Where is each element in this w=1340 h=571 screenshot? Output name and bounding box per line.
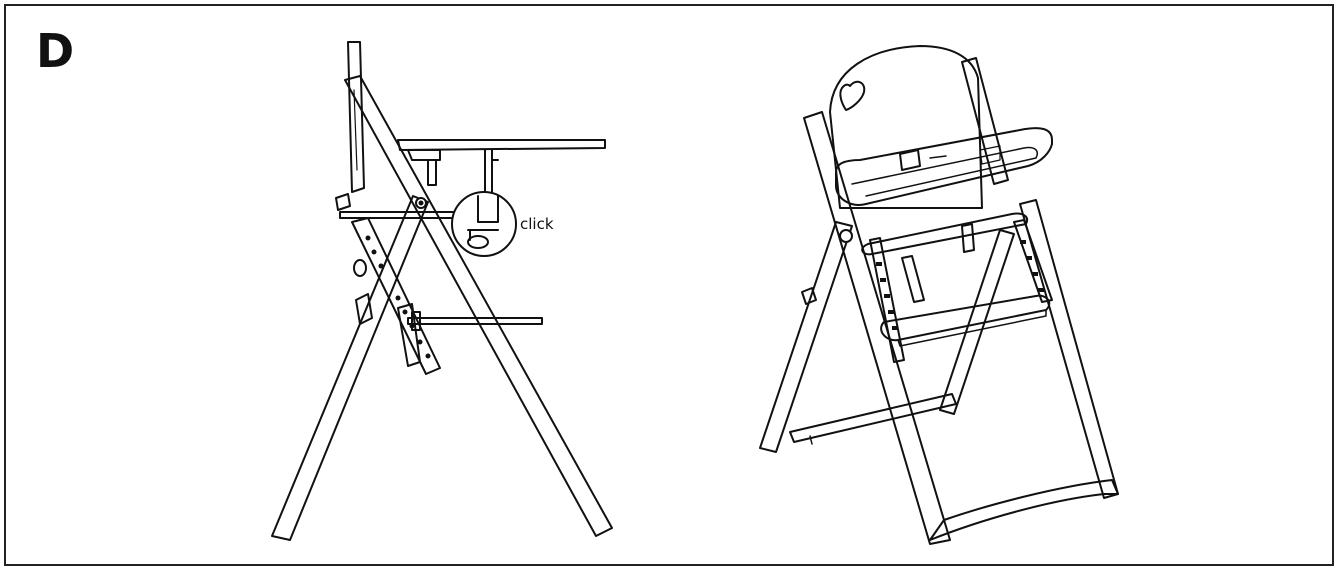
backrest-panel xyxy=(829,45,983,209)
side-footrest xyxy=(407,317,543,325)
side-tray xyxy=(397,139,606,151)
rear-left-leg xyxy=(759,221,853,453)
click-label: click xyxy=(520,215,554,233)
tray xyxy=(835,127,1053,206)
perspective-highchair xyxy=(759,45,1119,545)
front-left-leg xyxy=(803,111,951,545)
lower-crossbar xyxy=(789,393,957,443)
heart-cutout xyxy=(839,80,866,111)
rear-right-upright xyxy=(961,57,1009,185)
step-label: D xyxy=(36,24,75,78)
side-backrest-rail xyxy=(347,41,365,193)
side-view-highchair: click xyxy=(271,41,613,541)
front-right-leg xyxy=(1019,199,1119,499)
base-rail xyxy=(929,479,1119,541)
side-rear-leg xyxy=(344,75,613,537)
click-callout xyxy=(451,191,517,257)
rear-right-leg xyxy=(939,229,1015,415)
side-front-leg xyxy=(271,195,429,541)
seat xyxy=(861,212,1028,256)
